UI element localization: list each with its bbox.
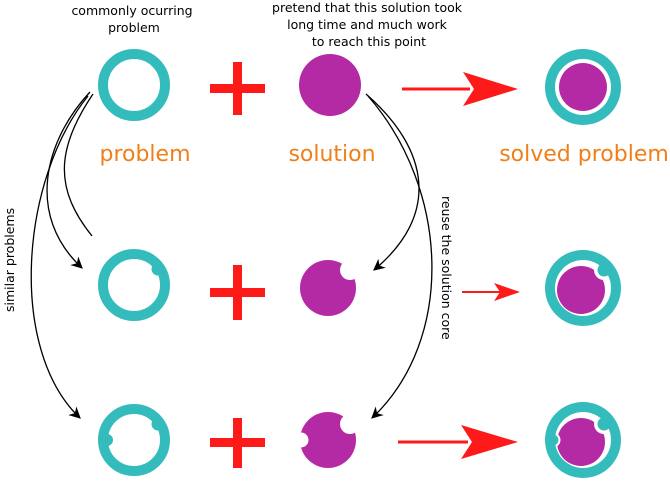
note-similar-problems: similar problems (2, 208, 17, 312)
note-pretend-solution: pretend that this solution took long tim… (272, 0, 466, 49)
plus-sign (210, 62, 265, 115)
problem-notch (151, 417, 165, 431)
curve-to-row3-problem (30, 95, 89, 419)
note-line: to reach this point (312, 34, 426, 49)
note-line: long time and much work (287, 17, 448, 32)
solution-circle-variant (300, 412, 356, 468)
label-solved-problem: solved problem (499, 142, 669, 167)
note-line: problem (108, 20, 160, 35)
label-solution: solution (288, 142, 375, 167)
problem-notch (101, 434, 113, 446)
solved-problem-circle (545, 49, 621, 125)
curve-to-row2-problem (46, 91, 91, 269)
curve-to-row2-solution (365, 93, 420, 271)
plus-sign (210, 265, 265, 320)
right-curves (365, 93, 433, 419)
label-problem: problem (99, 142, 190, 167)
solution-circle-variant (300, 260, 356, 316)
curve-to-row3-solution (367, 95, 433, 419)
note-reuse-solution-core: reuse the solution core (439, 196, 454, 340)
red-arrow-short (462, 283, 520, 301)
solved-problem-circle-variant (545, 250, 621, 326)
red-arrow (398, 425, 518, 459)
note-line: commonly ocurring (71, 3, 192, 18)
note-commonly-occurring: commonly ocurring problem (71, 3, 196, 35)
left-curves (30, 91, 94, 419)
red-arrow (402, 72, 518, 106)
problem-circle-variant (98, 249, 170, 321)
plus-sign (210, 418, 265, 468)
problem-notch (151, 262, 165, 276)
note-line: pretend that this solution took (272, 0, 463, 15)
solution-circle (299, 54, 361, 116)
curve-accent (63, 93, 94, 237)
problem-circle (98, 49, 170, 121)
solved-problem-circle-variant (545, 402, 621, 478)
